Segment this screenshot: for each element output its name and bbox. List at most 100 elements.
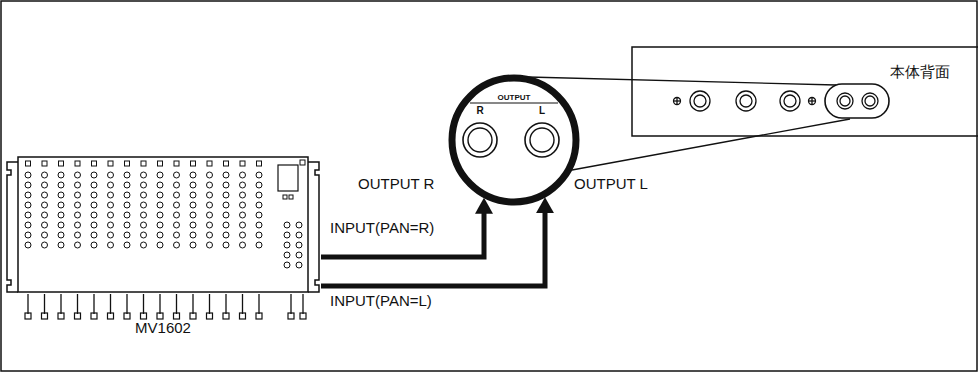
channel-knob (207, 242, 213, 248)
cable-label: INPUT(PAN=R) (328, 219, 436, 236)
channel-knob (25, 182, 31, 188)
channel-knob (190, 232, 196, 238)
channel-knob (108, 192, 114, 198)
channel-knob (108, 222, 114, 228)
channel-knob (141, 232, 147, 238)
channel-switch (240, 161, 245, 166)
channel-knob (223, 202, 229, 208)
channel-knob (42, 172, 48, 178)
master-knob (284, 252, 290, 258)
channel-knob (124, 172, 130, 178)
channel-knob (25, 192, 31, 198)
channel-knob (58, 232, 64, 238)
cable-label: INPUT(PAN=L) (328, 292, 434, 309)
channel-knob (124, 212, 130, 218)
channel-knob (124, 192, 130, 198)
zoom-ground (452, 78, 576, 202)
output-label: OUTPUT L (572, 175, 650, 192)
master-knob (284, 242, 290, 248)
fader-knob (75, 313, 81, 319)
channel-knob (207, 182, 213, 188)
channel-knob (75, 212, 81, 218)
switch (300, 160, 305, 165)
channel-knob (75, 192, 81, 198)
fader-knob (223, 313, 229, 319)
channel-knob (190, 182, 196, 188)
channel-knob (75, 232, 81, 238)
channel-knob (58, 182, 64, 188)
channel-knob (223, 232, 229, 238)
fader-knob (207, 313, 213, 319)
channel-knob (256, 202, 262, 208)
channel-knob (240, 192, 246, 198)
zoom-line (572, 119, 850, 170)
zoom-line (528, 77, 836, 85)
output-label: OUTPUT R (356, 175, 436, 192)
channel-knob (174, 202, 180, 208)
channel-knob (174, 242, 180, 248)
fader-slot (143, 294, 144, 314)
output-underline (470, 103, 558, 104)
master-knob (284, 222, 290, 228)
channel-knob (141, 202, 147, 208)
channel-knob (42, 242, 48, 248)
fader-slot (242, 294, 243, 314)
master-knob (284, 232, 290, 238)
channel-switch (92, 161, 97, 166)
fader-slot (302, 294, 303, 314)
channel-knob (256, 222, 262, 228)
channel-knob (207, 222, 213, 228)
channel-knob (108, 202, 114, 208)
fader-knob (108, 313, 114, 319)
channel-knob (207, 202, 213, 208)
channel-switch (108, 161, 113, 166)
channel-switch (125, 161, 130, 166)
channel-knob (207, 172, 213, 178)
channel-switch (191, 161, 196, 166)
fader-knob (300, 313, 306, 319)
channel-knob (124, 202, 130, 208)
channel-knob (75, 172, 81, 178)
fader-slot (192, 294, 193, 314)
channel-knob (190, 242, 196, 248)
mixer-body (18, 157, 308, 292)
channel-knob (223, 212, 229, 218)
channel-knob (58, 222, 64, 228)
channel-switch (224, 161, 229, 166)
channel-knob (223, 192, 229, 198)
channel-knob (256, 232, 262, 238)
channel-knob (25, 202, 31, 208)
channel-knob (124, 222, 130, 228)
channel-knob (108, 172, 114, 178)
channel-knob (91, 192, 97, 198)
channel-knob (256, 192, 262, 198)
output-jacks (463, 123, 559, 157)
channel-knob (25, 212, 31, 218)
channel-knob (223, 242, 229, 248)
channel-knob (141, 192, 147, 198)
fader-knob (190, 313, 196, 319)
rack-ear (308, 162, 319, 292)
fader-slot (44, 294, 45, 314)
mixer-illustration (7, 157, 319, 319)
channel-switch (207, 161, 212, 166)
channel-knob (256, 182, 262, 188)
circle-ring (452, 78, 576, 202)
master-knob (296, 252, 302, 258)
fader-knob (157, 313, 163, 319)
channel-knob (240, 242, 246, 248)
channel-knob (58, 192, 64, 198)
channel-knob (124, 232, 130, 238)
channel-knob (141, 172, 147, 178)
fader-knob (91, 313, 97, 319)
master-knob (284, 262, 290, 268)
master-knob (296, 232, 302, 238)
channel-knob (108, 232, 114, 238)
channel-switch (141, 161, 146, 166)
fader-knob (141, 313, 147, 319)
device-name: MV1602 (5, 319, 321, 336)
channel-switch (174, 161, 179, 166)
channel-knob (240, 232, 246, 238)
fader-slot (258, 294, 259, 314)
